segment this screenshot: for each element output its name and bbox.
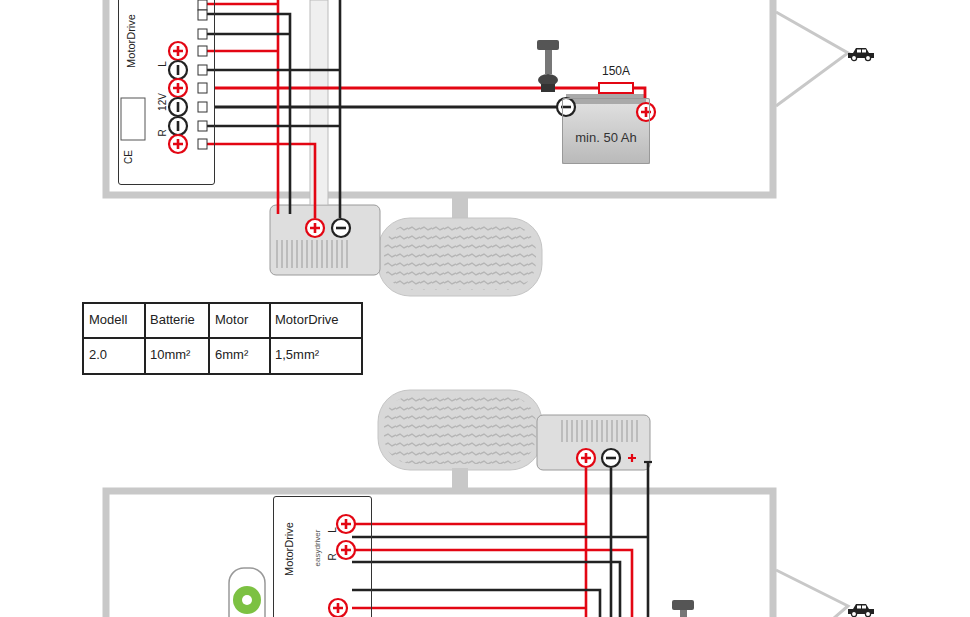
conduit xyxy=(310,0,328,205)
drawbar xyxy=(776,570,848,617)
wire xyxy=(215,106,562,109)
terminal-label: L xyxy=(157,61,168,67)
node-label: min. 50 Ah xyxy=(575,131,636,145)
drawbar xyxy=(776,12,848,106)
battery: min. 50 Ah xyxy=(562,98,650,164)
tire xyxy=(378,218,542,296)
remote-button xyxy=(242,595,252,605)
table-header: Batterie xyxy=(150,313,195,327)
table-header: Modell xyxy=(89,313,127,327)
motor xyxy=(537,415,650,470)
node-label: MotorDrive xyxy=(283,522,295,576)
car-icon xyxy=(848,604,874,617)
battery-switch xyxy=(672,600,694,617)
table-cell: 10mm² xyxy=(150,348,190,362)
tire-tread xyxy=(384,396,536,464)
terminal-label: R xyxy=(327,553,338,560)
table-header: Motor xyxy=(215,313,248,327)
remote-button xyxy=(233,586,261,614)
car-icon xyxy=(848,48,874,61)
terminal-label: 12V xyxy=(157,93,168,111)
controller-body xyxy=(273,496,372,617)
table-header: MotorDrive xyxy=(275,313,339,327)
tire-tread xyxy=(384,224,536,290)
remote-control xyxy=(229,568,265,617)
wire xyxy=(634,88,645,98)
motor xyxy=(270,205,380,275)
tire xyxy=(378,390,542,470)
fuse: 150A xyxy=(598,82,634,94)
ce-mark: CE xyxy=(123,150,134,164)
motor-fins xyxy=(560,420,640,442)
display xyxy=(121,98,145,140)
axle xyxy=(452,198,468,220)
battery-lid xyxy=(566,94,646,104)
node-label: 150A xyxy=(602,65,630,78)
wire xyxy=(352,462,648,617)
node-label: MotorDrive xyxy=(125,14,137,68)
terminal-block xyxy=(198,0,207,149)
battery-switch xyxy=(537,40,559,92)
terminal-symbol xyxy=(329,449,652,617)
controller-body xyxy=(118,0,215,185)
wire xyxy=(205,0,340,218)
chassis-frame xyxy=(106,491,773,617)
table-cell: 6mm² xyxy=(215,348,248,362)
table-cell: 1,5mm² xyxy=(275,348,319,362)
wire-table xyxy=(83,303,362,374)
motor-fins xyxy=(276,240,351,268)
terminal-label: L xyxy=(327,527,338,533)
wire xyxy=(215,87,598,90)
brand-logo: easydriver xyxy=(314,530,323,567)
terminal-label: R xyxy=(157,129,168,136)
axle xyxy=(452,468,468,490)
controller-box: MotorDrive xyxy=(273,496,372,617)
table-cell: 2.0 xyxy=(89,348,107,362)
terminal-symbol xyxy=(169,42,655,237)
